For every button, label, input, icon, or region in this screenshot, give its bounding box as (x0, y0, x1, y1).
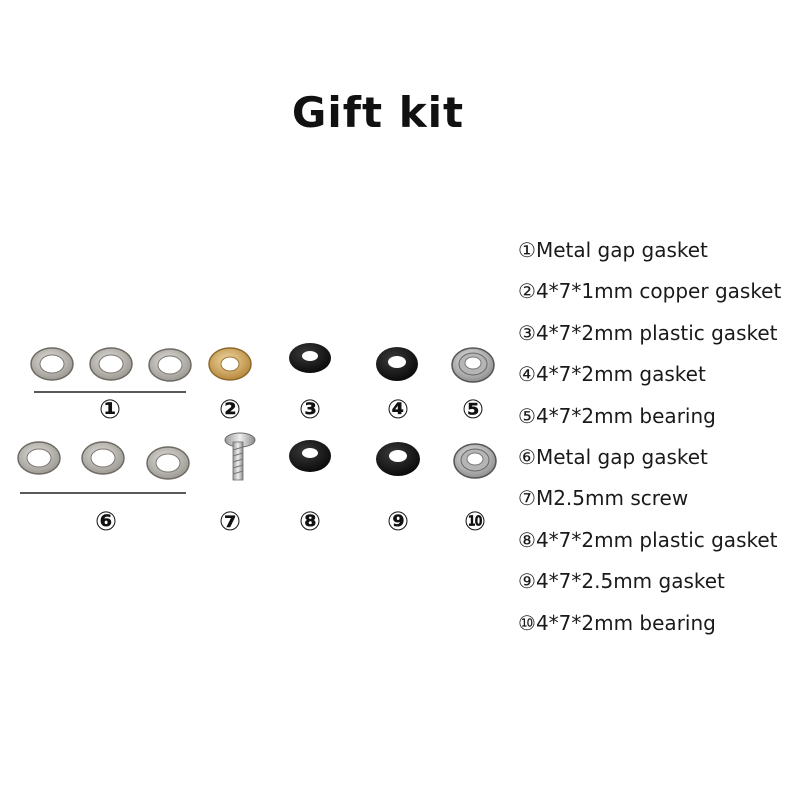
legend-item: ⑩4*7*2mm bearing (518, 605, 800, 646)
legend-item: ④4*7*2mm gasket (518, 356, 800, 397)
legend-text: Metal gap gasket (535, 444, 708, 469)
legend-item: ①Metal gap gasket (518, 232, 800, 273)
legend-number: ① (518, 238, 536, 262)
legend-item: ⑤4*7*2mm bearing (518, 398, 800, 439)
legend-text: Metal gap gasket (535, 238, 708, 262)
legend-number: ⑦ (518, 486, 536, 511)
plastic-gasket (289, 440, 331, 472)
legend-item: ②4*7*1mm copper gasket (518, 273, 800, 314)
legend-number: ② (518, 279, 536, 304)
kit-title: Gift kit (291, 88, 465, 137)
metal-gap-gasket (30, 347, 74, 381)
legend-number: ⑤ (518, 403, 536, 428)
marker-5: ⑤ (462, 395, 484, 425)
black-gasket (376, 442, 420, 476)
metal-gap-gasket (89, 347, 133, 381)
metal-gap-gasket (148, 348, 192, 382)
legend-number: ⑧ (518, 527, 536, 552)
parts-legend: ①Metal gap gasket ②4*7*1mm copper gasket… (518, 232, 800, 646)
legend-text: M2.5mm screw (535, 486, 689, 511)
marker-8: ⑧ (299, 507, 321, 537)
black-gasket (376, 347, 418, 381)
legend-number: ⑥ (518, 444, 536, 469)
legend-number: ⑩ (518, 610, 536, 635)
marker-10: ⑩ (464, 507, 486, 537)
metal-gap-gasket-group-2 (17, 441, 190, 494)
legend-number: ④ (518, 362, 536, 387)
metal-gap-gasket (17, 441, 61, 475)
marker-6: ⑥ (95, 507, 117, 537)
marker-9: ⑨ (387, 507, 409, 537)
legend-number: ③ (518, 320, 536, 345)
parts-illustration: ① ② ③ ④ ⑤ ⑥ ⑦ ⑧ ⑨ ⑩ (17, 343, 497, 537)
legend-text: 4*7*2mm bearing (535, 403, 716, 428)
legend-text: 4*7*2mm plastic gasket (535, 527, 778, 552)
marker-1: ① (99, 395, 121, 425)
marker-2: ② (219, 395, 241, 425)
legend-text: 4*7*2mm gasket (535, 362, 706, 387)
metal-gap-gasket (146, 446, 190, 480)
legend-text: 4*7*1mm copper gasket (535, 279, 782, 304)
marker-4: ④ (387, 395, 409, 425)
metal-gap-gasket-group-1 (30, 347, 192, 393)
marker-3: ③ (299, 395, 321, 425)
metal-gap-gasket (81, 441, 125, 475)
legend-item: ⑨4*7*2.5mm gasket (518, 563, 800, 604)
bearing (451, 347, 495, 383)
legend-text: 4*7*2.5mm gasket (535, 569, 725, 594)
legend-text: 4*7*2mm plastic gasket (535, 320, 778, 345)
legend-text: 4*7*2mm bearing (535, 610, 716, 635)
plastic-gasket (289, 343, 331, 373)
legend-item: ⑦M2.5mm screw (518, 480, 800, 521)
marker-7: ⑦ (219, 507, 241, 537)
legend-item: ③4*7*2mm plastic gasket (518, 315, 800, 356)
bearing (453, 443, 497, 479)
copper-gasket (208, 347, 252, 381)
legend-item: ⑥Metal gap gasket (518, 439, 800, 480)
legend-item: ⑧4*7*2mm plastic gasket (518, 522, 800, 563)
legend-number: ⑨ (518, 569, 536, 594)
screw (224, 432, 256, 481)
